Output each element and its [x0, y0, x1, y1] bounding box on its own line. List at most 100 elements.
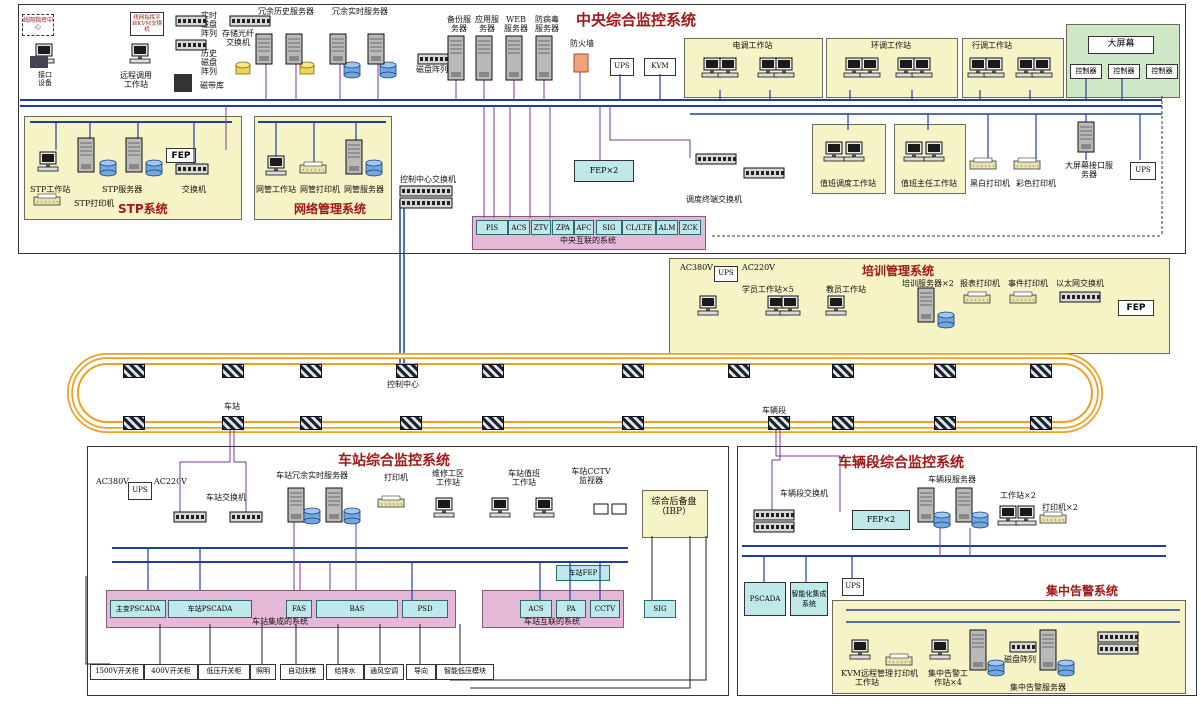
teacher-ws-label: 教员工作站 — [826, 285, 866, 294]
central-cells-4: AFC — [574, 220, 594, 235]
central-cells-5: SIG — [596, 220, 622, 235]
stp-printer-label: STP打印机 — [74, 199, 115, 208]
station-integrated-label: 车站集成的系统 — [252, 617, 308, 626]
equip-row-4: 自动扶梯 — [280, 664, 324, 680]
history-servers-label: 冗余历史服务器 — [258, 7, 314, 16]
station-ups: UPS — [128, 482, 152, 500]
controller-2: 控制器 — [1108, 64, 1140, 79]
training-fep: FEP — [1118, 300, 1154, 316]
storage-switch-label: 存储光纤交换机 — [222, 29, 254, 47]
netmgmt-printer-label: 网管打印机 — [300, 185, 340, 194]
interface-device-label: 接口设备 — [38, 71, 52, 87]
stp-workstation-label: STP工作站 — [30, 185, 71, 194]
stp-server-label: STP服务器 — [102, 185, 143, 194]
power-dispatch-label: 电调工作站 — [732, 41, 773, 50]
shift-chief-label: 值班主任工作站 — [901, 179, 957, 188]
training-ac380: AC380V — [680, 263, 713, 272]
station-title: 车站综合监控系统 — [338, 453, 450, 469]
central-interconnect-label: 中央互联的系统 — [560, 236, 616, 245]
equip-row-1: 400V开关柜 — [144, 664, 198, 680]
kvm-platform-box: 线网指挥平台KVM交换机 — [130, 12, 164, 36]
realtime-servers-label: 冗余实时服务器 — [332, 7, 388, 16]
equip-row-3: 照明 — [250, 664, 276, 680]
station-ic-cells-0: ACS — [520, 600, 552, 618]
firewall-label: 防火墙 — [570, 39, 594, 48]
color-printer-label: 彩色打印机 — [1016, 179, 1056, 188]
big-screen-server-label: 大屏幕接口服务器 — [1065, 161, 1113, 179]
ups2-box: UPS — [1130, 162, 1156, 180]
equip-row-7: 导向 — [406, 664, 436, 680]
history-array-label: 历史磁盘阵列 — [201, 49, 217, 76]
depot-switch-label: 车辆段交换机 — [780, 489, 828, 498]
depot-title: 车辆段综合监控系统 — [838, 455, 964, 471]
station-int-cells-0: 主变PSCADA — [110, 600, 166, 618]
station-int-cells-1: 车站PSCADA — [168, 600, 252, 618]
event-printer-label: 事件打印机 — [1008, 279, 1048, 288]
ring-node-icon — [300, 364, 322, 378]
depot-pscada: PSCADA — [744, 582, 786, 616]
ring-node-icon — [622, 364, 644, 378]
app-server-label: 应用服务器 — [475, 15, 499, 33]
ring-depot-label: 车辆段 — [762, 406, 786, 415]
equip-row-5: 给排水 — [326, 664, 364, 680]
tape-library-label: 磁带库 — [200, 81, 224, 90]
ring-station-label: 车站 — [224, 402, 240, 411]
backup-server-label: 备份服务器 — [447, 15, 471, 33]
ring-node-icon — [768, 416, 790, 430]
station-switch-label: 车站交换机 — [206, 493, 246, 502]
ring-node-icon — [482, 364, 504, 378]
station-frame — [87, 446, 729, 696]
depot-smart-system: 智能化集成系统 — [790, 582, 828, 616]
web-server-label: WEB服务器 — [504, 15, 528, 33]
ibp-panel — [642, 490, 708, 538]
ring-node-icon — [300, 416, 322, 430]
station-servers-label: 车站冗余实时服务器 — [276, 471, 348, 480]
remote-center-box: 线网指挥中心 — [22, 14, 54, 36]
station-printer-label: 打印机 — [384, 473, 408, 482]
depot-servers-label: 车辆段服务器 — [928, 475, 976, 484]
ring-node-icon — [222, 364, 244, 378]
stp-fep: FEP — [166, 148, 196, 163]
student-ws-label: 学员工作站×5 — [742, 285, 794, 294]
duty-ws-label: 车站值班工作站 — [508, 469, 540, 487]
alarm-title: 集中告警系统 — [1046, 584, 1119, 598]
remote-workstation-label: 远程调用工作站 — [120, 71, 152, 89]
ring-node-icon — [482, 416, 504, 430]
equip-row-6: 通风空调 — [364, 664, 404, 680]
alarm-server-label: 集中告警服务器 — [1010, 683, 1066, 692]
training-title: 培训管理系统 — [862, 264, 935, 278]
eth-switch-label: 以太网交换机 — [1056, 279, 1104, 288]
ring-node-icon — [1030, 364, 1052, 378]
central-cells-1: ACS — [508, 220, 530, 235]
ring-node-icon — [1030, 416, 1052, 430]
training-ups: UPS — [714, 266, 738, 282]
netmgmt-title: 网络管理系统 — [294, 202, 367, 216]
disk-array-label: 磁盘阵列 — [416, 65, 448, 74]
depot-workstation-label: 工作站×2 — [1000, 491, 1036, 500]
shift-director-label: 值班调度工作站 — [820, 179, 876, 188]
ring-control-center-label: 控制中心 — [387, 380, 419, 389]
station-int-cells-3: BAS — [316, 600, 398, 618]
training-ac220: AC220V — [742, 263, 775, 272]
depot-printer-label: 打印机×2 — [1042, 503, 1078, 512]
central-frame — [18, 4, 1186, 254]
station-int-cells-2: FAS — [286, 600, 312, 618]
station-ic-cells-2: CCTV — [590, 600, 620, 618]
big-screen-box: 大屏幕 — [1088, 36, 1154, 54]
station-fep-cell: 车站FEP — [556, 565, 610, 581]
train-dispatch-label: 行调工作站 — [972, 41, 1012, 50]
kvm-box: KVM — [644, 58, 676, 76]
dispatch-switch-label: 调度终端交换机 — [686, 195, 742, 204]
central-cells-8: ZCK — [679, 220, 701, 235]
depot-ups: UPS — [842, 578, 864, 596]
ring-node-icon — [832, 364, 854, 378]
antivirus-server-label: 防病毒服务器 — [535, 15, 559, 33]
ring-node-icon — [222, 416, 244, 430]
ring-node-icon — [400, 416, 422, 430]
central-title: 中央综合监控系统 — [576, 11, 697, 29]
realtime-array-label: 实时磁盘阵列 — [201, 11, 217, 38]
station-ac220: AC220V — [154, 477, 187, 486]
training-server-label: 培训服务器×2 — [902, 279, 954, 288]
ring-node-icon — [123, 416, 145, 430]
station-int-cells-4: PSD — [402, 600, 448, 618]
